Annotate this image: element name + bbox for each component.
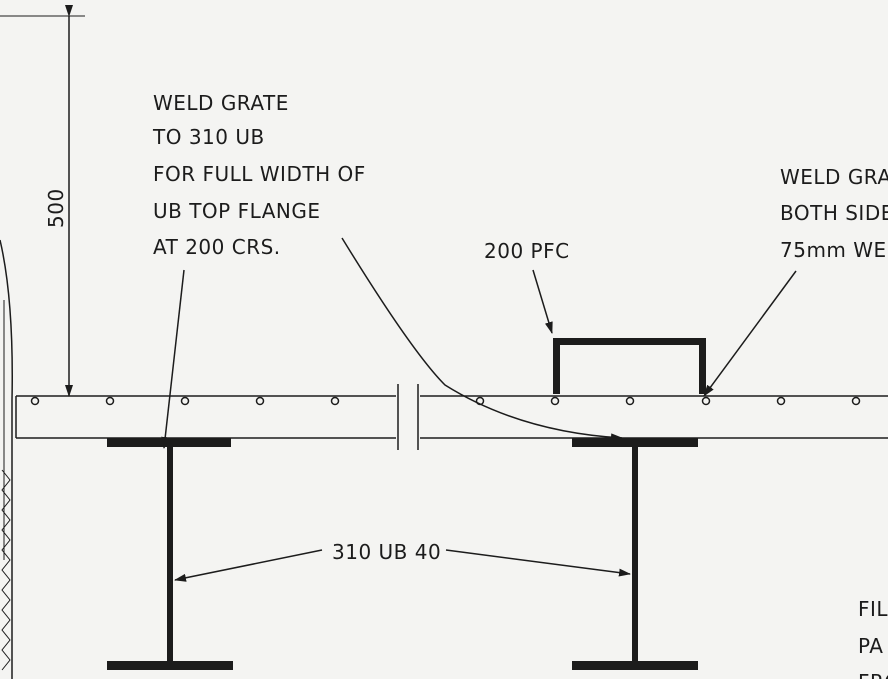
leader-weld-left — [161, 269, 185, 449]
ub-label: 310 UB 40 — [332, 540, 441, 564]
svg-text:FIL: FIL — [858, 597, 888, 621]
pfc-channel — [553, 338, 706, 394]
svg-text:WELD GRA: WELD GRA — [780, 165, 888, 189]
leader-pfc — [532, 269, 553, 334]
leader-weld-right — [703, 270, 797, 397]
svg-text:AT 200 CRS.: AT 200 CRS. — [153, 235, 281, 259]
left-wall-edge — [0, 239, 13, 679]
dimension-label: 500 — [44, 188, 68, 228]
leader-ub-left — [174, 549, 323, 582]
grating-right — [420, 395, 888, 439]
leader-weld-curve — [341, 237, 623, 442]
svg-text:BOTH SIDE: BOTH SIDE — [780, 201, 888, 225]
svg-text:WELD GRATE: WELD GRATE — [153, 91, 289, 115]
weld-note-left: WELD GRATE TO 310 UB FOR FULL WIDTH OF U… — [152, 91, 366, 259]
pfc-label: 200 PFC — [484, 239, 570, 263]
svg-text:75mm WEL: 75mm WEL — [780, 238, 888, 262]
svg-text:FOR FULL WIDTH OF: FOR FULL WIDTH OF — [153, 162, 366, 186]
i-beam-left — [107, 438, 233, 670]
weld-note-right: WELD GRA BOTH SIDE 75mm WEL — [780, 165, 888, 262]
i-beam-right — [572, 438, 698, 670]
dimension-500: 500 — [44, 5, 73, 397]
break-symbol — [397, 384, 419, 450]
svg-text:TO 310 UB: TO 310 UB — [152, 125, 265, 149]
svg-text:UB TOP FLANGE: UB TOP FLANGE — [153, 199, 320, 223]
leader-ub-right — [445, 549, 631, 577]
svg-text:PA: PA — [858, 634, 883, 658]
svg-text:FRO: FRO — [858, 670, 888, 679]
fill-note: FIL PA FRO — [858, 597, 888, 679]
grating-bar-holes — [30, 396, 861, 406]
